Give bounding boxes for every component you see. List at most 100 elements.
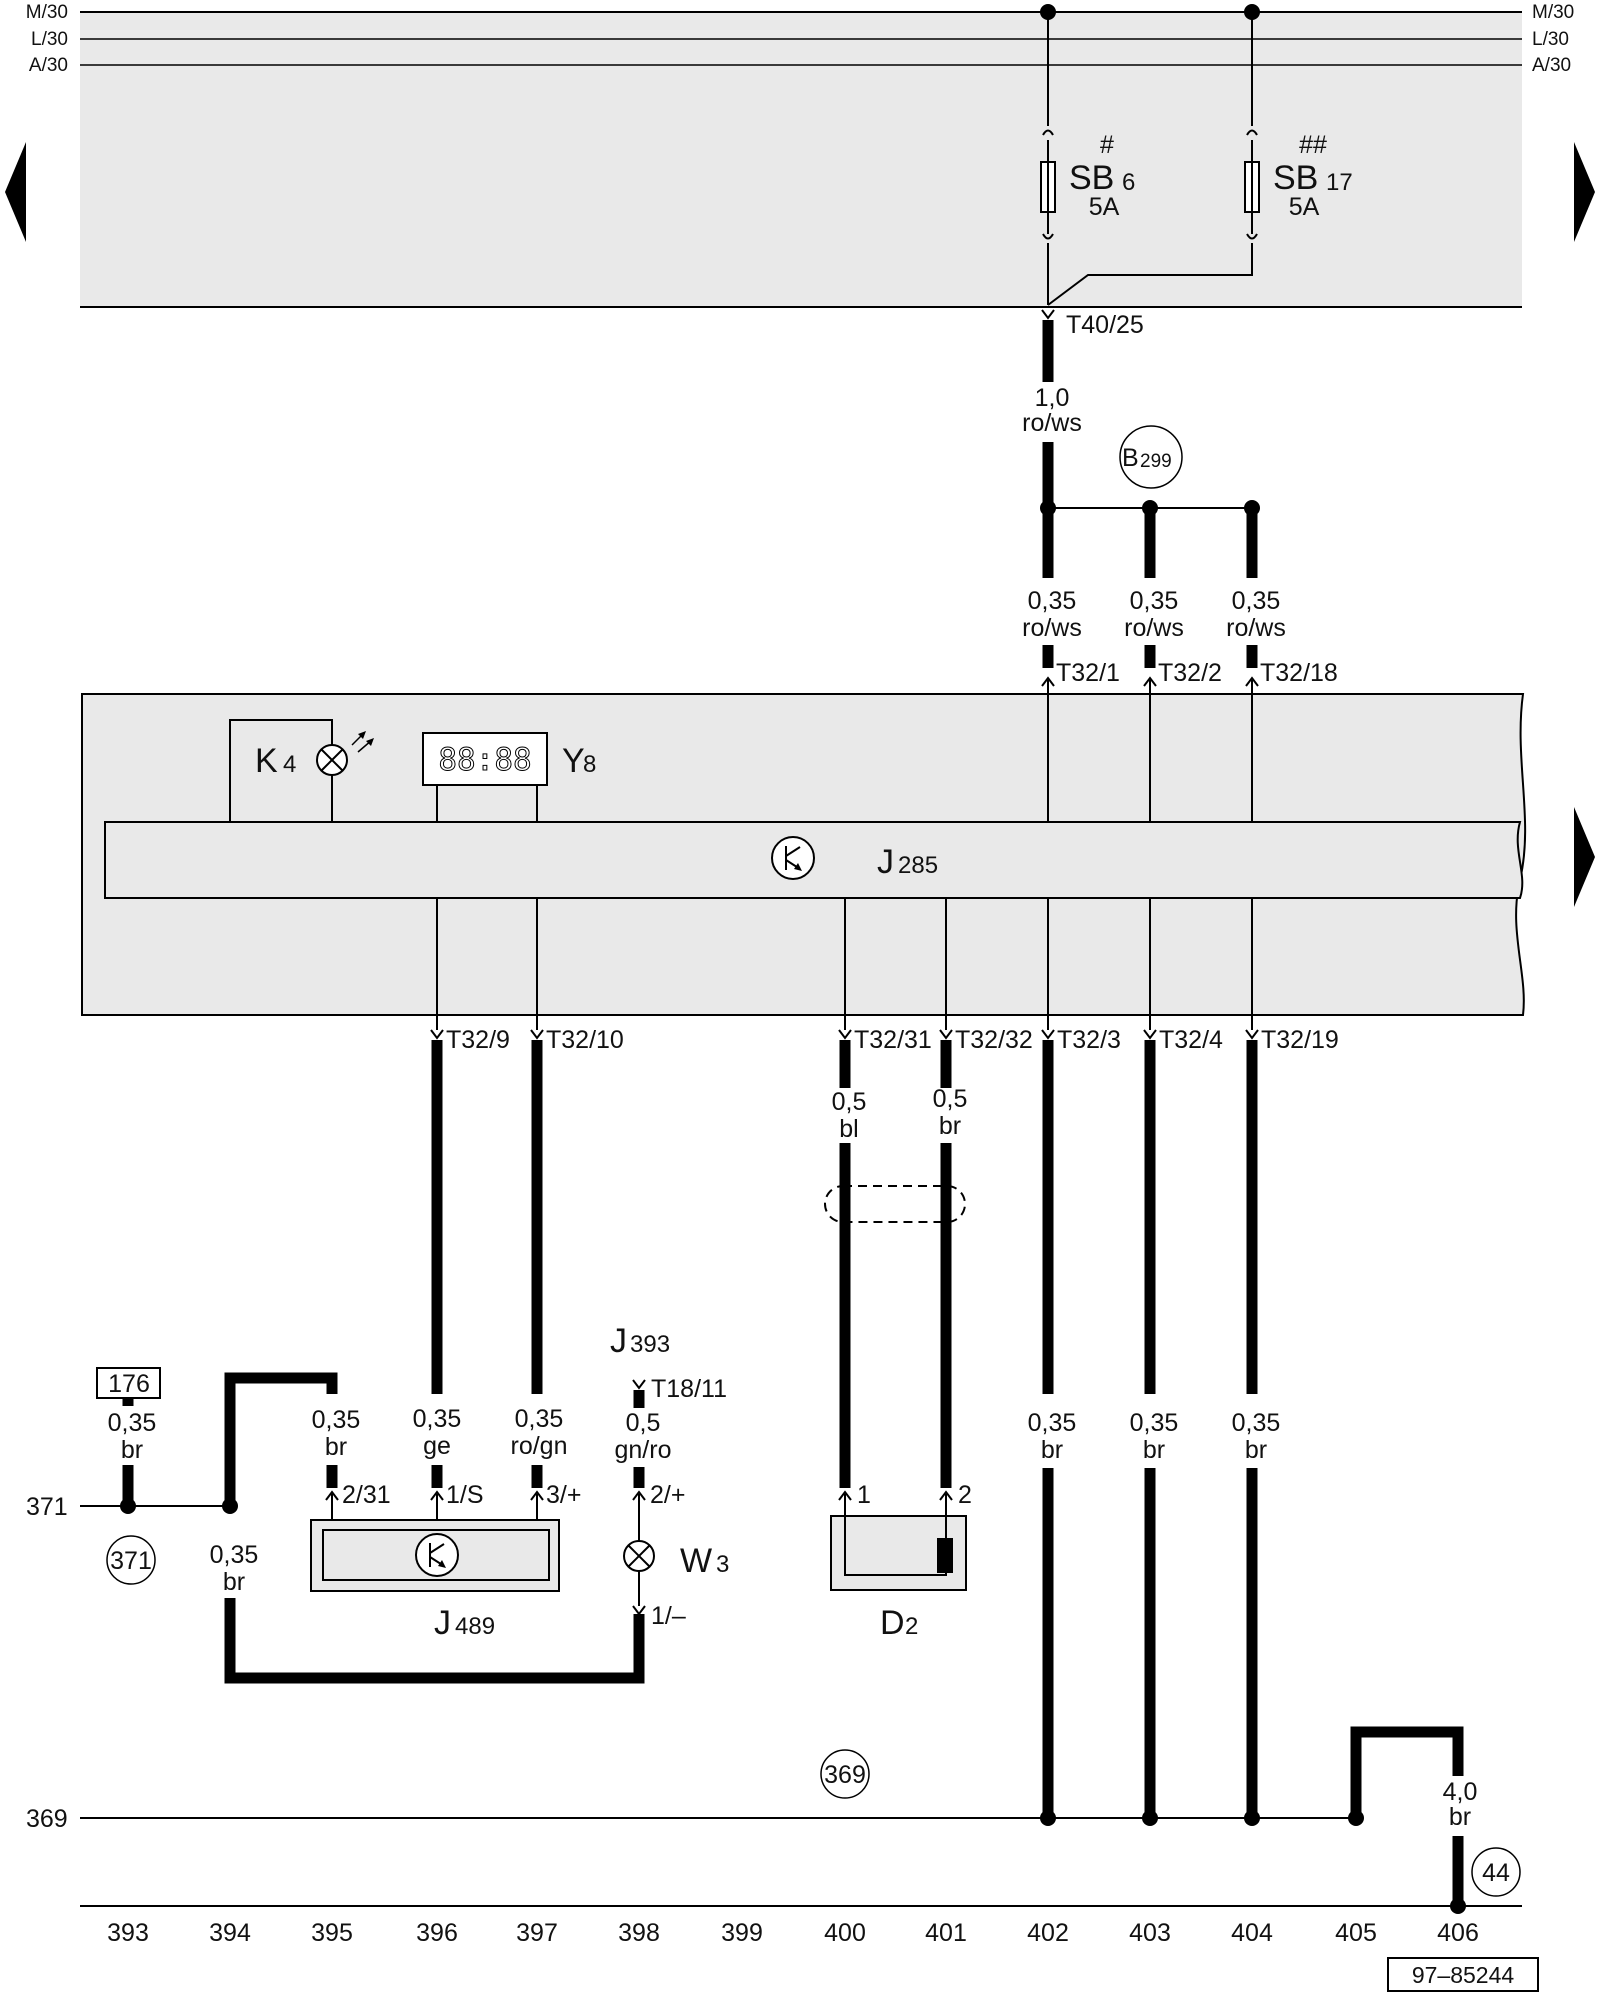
connector-t32-9-label: T32/9 bbox=[446, 1026, 510, 1054]
connector-t32-18-label: T32/18 bbox=[1260, 659, 1338, 687]
column-numbers: 393 394 395 396 397 398 399 400 401 402 … bbox=[107, 1919, 1479, 1947]
connector-t32-1-icon bbox=[1041, 676, 1055, 687]
column-404: 404 bbox=[1231, 1919, 1273, 1947]
connector-t32-10-icon bbox=[530, 1029, 544, 1040]
wire-396-color: ge bbox=[423, 1432, 451, 1460]
connector-t18-11-icon bbox=[632, 1379, 646, 1390]
fuse-sb6-rating: 5A bbox=[1089, 193, 1120, 221]
rail-label-a30-right: A/30 bbox=[1532, 55, 1571, 76]
pin-w3-bottom-icon bbox=[632, 1605, 646, 1616]
wire-406-size: 4,0 bbox=[1443, 1778, 1478, 1806]
component-d2-core-icon bbox=[937, 1538, 953, 1573]
wire-402-size: 0,35 bbox=[1028, 1409, 1077, 1437]
module-j489-icon bbox=[415, 1533, 459, 1577]
reference-circle-371-label: 371 bbox=[110, 1547, 152, 1575]
connector-t32-3-label: T32/3 bbox=[1057, 1026, 1121, 1054]
connector-t32-19-icon bbox=[1245, 1029, 1259, 1040]
rail-label-l30-left: L/30 bbox=[31, 29, 68, 50]
connector-t32-2-icon bbox=[1143, 676, 1157, 687]
line-369-label: 369 bbox=[26, 1805, 68, 1833]
wire-401-size: 0,5 bbox=[933, 1085, 968, 1113]
component-k4-number: 4 bbox=[283, 751, 296, 778]
wire-394-color: br bbox=[223, 1568, 245, 1596]
component-w3-letter: W bbox=[680, 1542, 712, 1580]
connector-t32-2-label: T32/2 bbox=[1158, 659, 1222, 687]
column-394: 394 bbox=[209, 1919, 251, 1947]
connector-t32-1-label: T32/1 bbox=[1056, 659, 1120, 687]
connector-t32-31-icon bbox=[838, 1029, 852, 1040]
column-405: 405 bbox=[1335, 1919, 1377, 1947]
display-y8-digits: 88:88 bbox=[438, 742, 531, 778]
wire-k4-loop bbox=[229, 719, 333, 822]
wire-398-color: gn/ro bbox=[615, 1436, 672, 1464]
terminal-sb6-bottom-icon bbox=[1042, 233, 1054, 240]
wire-394-size: 0,35 bbox=[210, 1541, 259, 1569]
component-w3-number: 3 bbox=[716, 1551, 729, 1578]
pin-j489-a-icon bbox=[325, 1490, 339, 1501]
lamp-k4-ray-1-head bbox=[358, 731, 366, 739]
column-395: 395 bbox=[311, 1919, 353, 1947]
rail-label-a30-left: A/30 bbox=[29, 55, 68, 76]
terminal-sb17-bottom-icon bbox=[1246, 233, 1258, 240]
wire-400-color: bl bbox=[839, 1115, 858, 1143]
line-371-label: 371 bbox=[26, 1493, 68, 1521]
connector-t32-31-label: T32/31 bbox=[854, 1026, 932, 1054]
wire-398-size: 0,5 bbox=[626, 1409, 661, 1437]
rail-label-m30-right: M/30 bbox=[1532, 2, 1574, 23]
wire-395-loop bbox=[224, 1372, 338, 1503]
wire-406-color: br bbox=[1449, 1803, 1471, 1831]
pin-w3-top-label: 2/+ bbox=[650, 1481, 685, 1509]
wire-feed-2-color: ro/ws bbox=[1124, 614, 1184, 642]
column-403: 403 bbox=[1129, 1919, 1171, 1947]
wire-396-size: 0,35 bbox=[413, 1405, 462, 1433]
reference-box-176 bbox=[96, 1367, 161, 1399]
fuse-sb6-mark: # bbox=[1100, 131, 1114, 159]
wire-feed-1-color: ro/ws bbox=[1022, 614, 1082, 642]
wire-400-size: 0,5 bbox=[832, 1088, 867, 1116]
column-406: 406 bbox=[1437, 1919, 1479, 1947]
wire-397-color: ro/gn bbox=[511, 1432, 568, 1460]
wire-403-size: 0,35 bbox=[1130, 1409, 1179, 1437]
pin-d2-1-label: 1 bbox=[857, 1481, 871, 1509]
next-page-arrow-lower-icon[interactable] bbox=[1574, 807, 1595, 907]
reference-circle-44-label: 44 bbox=[1482, 1859, 1510, 1887]
fuse-sb6-name: SB bbox=[1069, 159, 1114, 197]
column-400: 400 bbox=[824, 1919, 866, 1947]
component-y8-letter: Y bbox=[562, 742, 585, 780]
wire-main-feed-color: ro/ws bbox=[1022, 409, 1082, 437]
wire-404-color: br bbox=[1245, 1436, 1267, 1464]
fuse-sb17-number: 17 bbox=[1326, 169, 1353, 196]
component-j393-number: 393 bbox=[630, 1331, 670, 1358]
pin-j489-a-label: 2/31 bbox=[342, 1481, 391, 1509]
display-y8-icon bbox=[422, 732, 548, 786]
rail-label-m30-left: M/30 bbox=[26, 2, 68, 23]
control-unit-j285-icon-arrow bbox=[794, 863, 802, 871]
pin-w3-bottom-label: 1/– bbox=[651, 1602, 686, 1630]
wire-402-color: br bbox=[1041, 1436, 1063, 1464]
component-d2-letter: D bbox=[880, 1604, 905, 1642]
junction-394 bbox=[222, 1498, 238, 1514]
reference-b299 bbox=[1119, 425, 1183, 489]
wire-406-ground bbox=[1350, 1726, 1464, 1818]
rail-label-l30-right: L/30 bbox=[1532, 29, 1569, 50]
pin-j489-c-icon bbox=[530, 1490, 544, 1501]
connector-t32-3-icon bbox=[1041, 1029, 1055, 1040]
wire-sb17-merge bbox=[1047, 243, 1253, 306]
wire-feed-3-color: ro/ws bbox=[1226, 614, 1286, 642]
fuse-sb17-rating: 5A bbox=[1289, 193, 1320, 221]
connector-t18-11-label: T18/11 bbox=[651, 1375, 727, 1403]
junction-403 bbox=[1142, 1810, 1158, 1826]
reference-box-176-label: 176 bbox=[108, 1370, 150, 1398]
terminal-sb6-top-icon bbox=[1042, 129, 1054, 136]
column-399: 399 bbox=[721, 1919, 763, 1947]
reference-b299-number: 299 bbox=[1140, 451, 1172, 472]
connector-t32-4-icon bbox=[1143, 1029, 1157, 1040]
next-page-arrow-icon[interactable] bbox=[1574, 142, 1595, 242]
pin-d2-2-label: 2 bbox=[958, 1481, 972, 1509]
connector-t32-18-icon bbox=[1245, 676, 1259, 687]
connector-t32-19-label: T32/19 bbox=[1261, 1026, 1339, 1054]
connector-t40-25-icon bbox=[1041, 309, 1055, 320]
wire-feed-3-size: 0,35 bbox=[1232, 587, 1281, 615]
prev-page-arrow-icon[interactable] bbox=[5, 142, 26, 242]
